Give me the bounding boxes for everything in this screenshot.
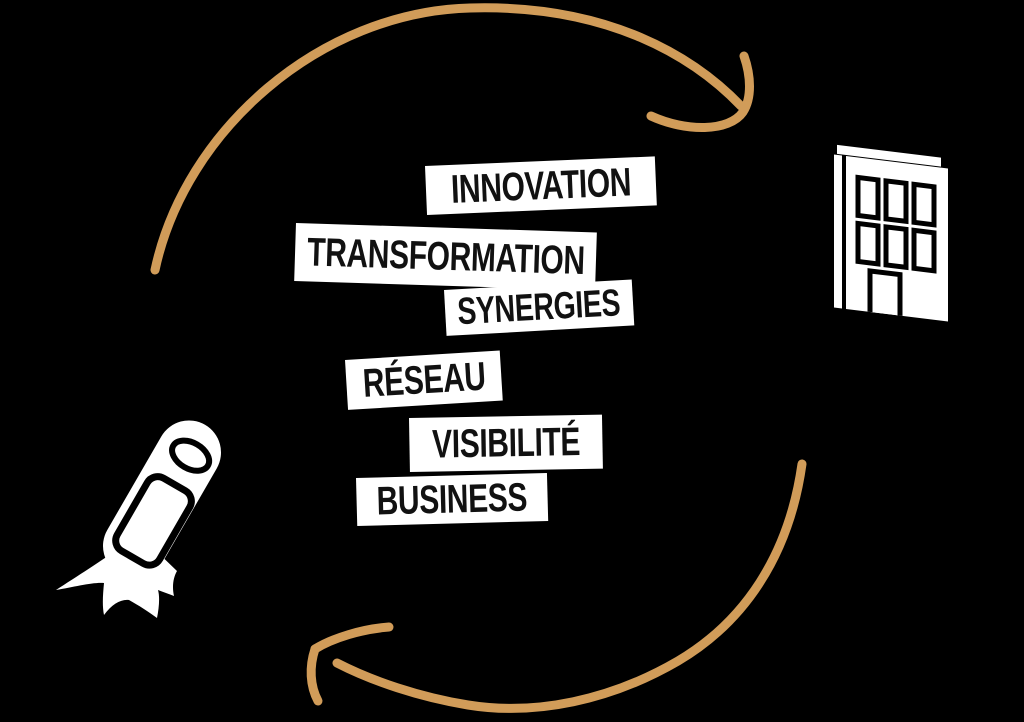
- keyword-text-reseau: RÉSEAU: [361, 354, 487, 406]
- rocket-icon: [56, 420, 221, 618]
- keyword-text-visibilite: VISIBILITÉ: [431, 420, 581, 467]
- keyword-text-transformation: TRANSFORMATION: [306, 230, 585, 284]
- keyword-label-reseau: RÉSEAU: [345, 350, 503, 410]
- keyword-text-synergies: SYNERGIES: [456, 282, 622, 334]
- building-icon: [834, 144, 948, 322]
- cycle-arrow-bottom-icon: [306, 459, 807, 713]
- keyword-text-innovation: INNOVATION: [450, 159, 632, 212]
- cycle-arrow-top-icon: [150, 3, 754, 275]
- keyword-label-business: BUSINESS: [356, 473, 549, 526]
- keyword-label-innovation: INNOVATION: [425, 156, 657, 215]
- keyword-text-business: BUSINESS: [376, 475, 528, 524]
- keyword-label-transformation: TRANSFORMATION: [294, 223, 597, 291]
- keyword-label-visibilite: VISIBILITÉ: [409, 414, 603, 472]
